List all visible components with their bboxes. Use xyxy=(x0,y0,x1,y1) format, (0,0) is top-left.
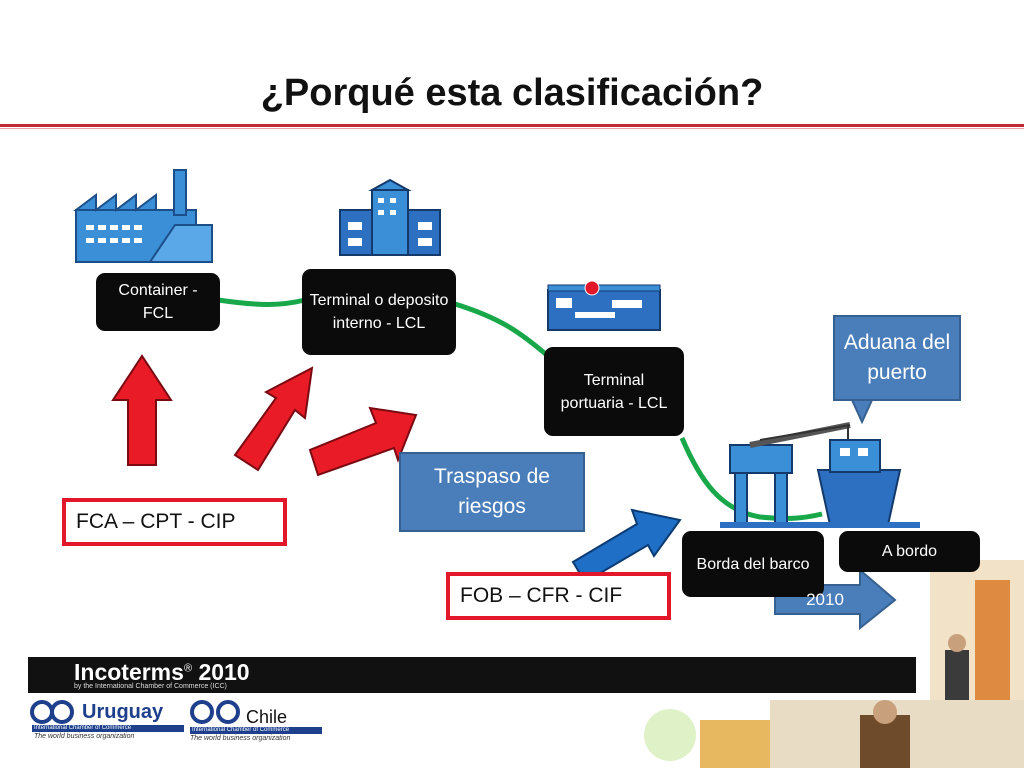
incoterms-banner-subtitle: by the International Chamber of Commerce… xyxy=(74,683,227,690)
logistics-path xyxy=(217,297,823,521)
callout-aduana: Aduana del puerto xyxy=(833,315,961,401)
callout-traspaso-riesgos: Traspaso de riesgos xyxy=(399,452,585,532)
year-arrow-shape xyxy=(774,567,897,631)
icc-uruguay-tagline: The world business organization xyxy=(34,733,135,740)
incoterms-banner xyxy=(28,657,916,693)
group-fca-cpt-cip: FCA – CPT - CIP xyxy=(62,498,287,546)
crane-ship-icon xyxy=(720,422,920,528)
footer-photo-decoration xyxy=(644,560,1024,768)
incoterms-registered-mark: ® xyxy=(183,662,193,675)
factory-icon xyxy=(73,169,213,263)
icc-chile-name: Chile xyxy=(246,707,288,727)
icc-chile-org: International Chamber of Commerce xyxy=(192,727,290,733)
icc-chile-logo xyxy=(190,700,322,734)
title-divider xyxy=(0,124,1024,127)
group-fob-cfr-cif: FOB – CFR - CIF xyxy=(446,572,671,620)
warehouse-building-icon xyxy=(339,178,441,256)
icc-uruguay-name: Uruguay xyxy=(82,701,164,723)
title-divider-light xyxy=(0,128,1024,129)
icc-uruguay-org: International Chamber of Commerce xyxy=(34,725,132,731)
icc-chile-tagline: The world business organization xyxy=(190,735,291,742)
node-borda-barco: Borda del barco xyxy=(682,531,824,597)
incoterms-banner-title: Incoterms® 2010 xyxy=(74,659,250,685)
red-arrow-right xyxy=(308,406,418,477)
node-terminal-deposito: Terminal o deposito interno - LCL xyxy=(302,269,456,355)
red-arrow-diagonal xyxy=(233,366,314,472)
node-a-bordo: A bordo xyxy=(839,531,980,572)
node-terminal-portuaria: Terminal portuaria - LCL xyxy=(544,347,684,436)
year-arrow-label: 2010 xyxy=(806,590,844,609)
slide-title: ¿Porqué esta clasificación? xyxy=(260,72,764,114)
red-arrow-up xyxy=(111,354,173,466)
callout-tail xyxy=(850,399,874,425)
port-terminal-icon xyxy=(547,280,661,331)
icc-uruguay-logo xyxy=(30,700,184,732)
node-container-fcl: Container - FCL xyxy=(96,273,220,331)
